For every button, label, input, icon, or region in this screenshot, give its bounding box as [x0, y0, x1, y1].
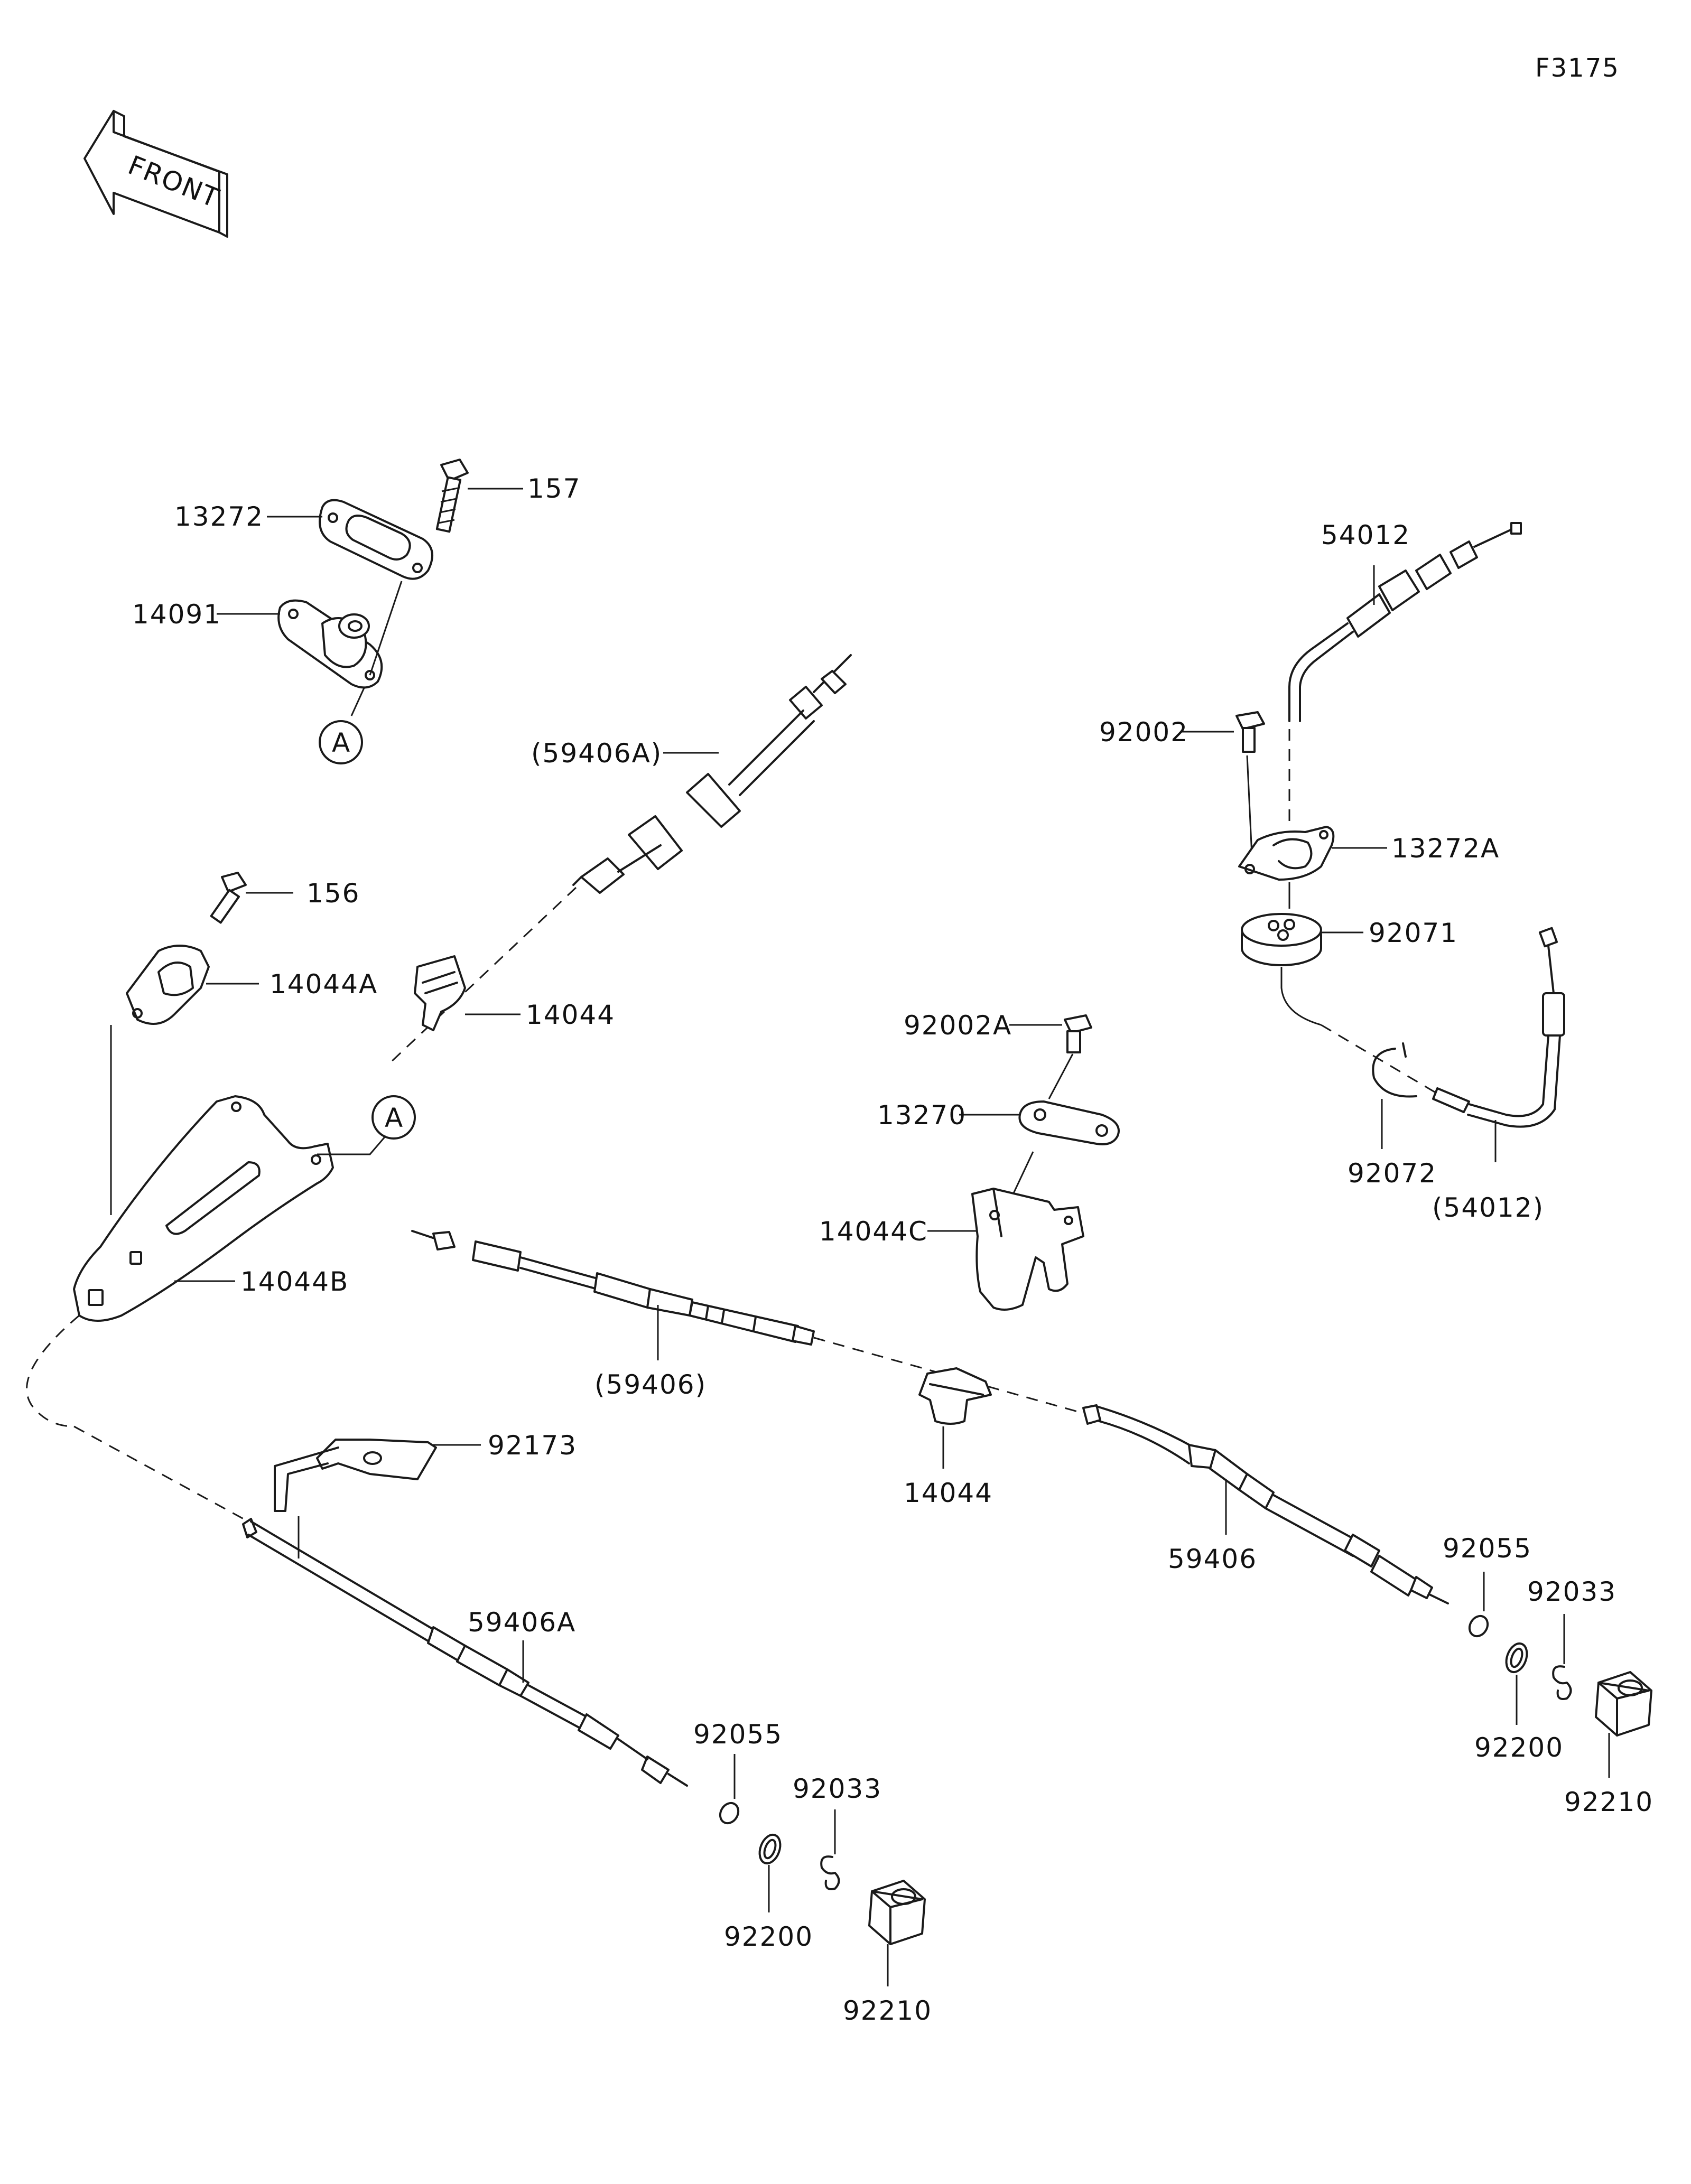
grommet-92071: [1241, 913, 1322, 966]
plate-13270: [1018, 1100, 1120, 1145]
label-13270: 13270: [877, 1100, 967, 1131]
grommet-14091: [277, 599, 383, 689]
leader-13270-down: [1011, 1151, 1034, 1197]
leader-to-marker-a-lower: [317, 1135, 387, 1155]
label-14044B: 14044B: [240, 1266, 349, 1297]
cable-54012-lower: [1432, 927, 1565, 1128]
label-157: 157: [527, 473, 581, 504]
oring-92055-right: [1468, 1614, 1489, 1638]
label-92200-bottom: 92200: [724, 1921, 813, 1952]
clip-14044-middle: [918, 1367, 992, 1425]
bolt-92002A: [1064, 1014, 1092, 1053]
lockwasher-92033-bottom: [820, 1855, 840, 1890]
reference-marker-a-lower-text: A: [385, 1103, 404, 1133]
label-14044C: 14044C: [819, 1216, 928, 1247]
label-54012: 54012: [1321, 520, 1410, 550]
label-59406-right: 59406: [1168, 1544, 1257, 1574]
nut-92210-right: [1595, 1671, 1652, 1737]
cable-59406A-upper: [572, 654, 852, 894]
cable-59406-right: [1082, 1404, 1449, 1604]
bolt-157: [435, 459, 469, 533]
label-92002: 92002: [1099, 717, 1188, 748]
label-14044A: 14044A: [270, 969, 378, 1000]
label-92071: 92071: [1369, 918, 1458, 948]
label-14044-middle: 14044: [904, 1478, 993, 1508]
label-13272: 13272: [174, 501, 264, 532]
reference-marker-a-upper: [319, 720, 363, 764]
lockwasher-92033-right: [1552, 1665, 1572, 1700]
reference-marker-a-lower: [371, 1095, 416, 1140]
cable-59406A-lower: [242, 1518, 688, 1787]
reference-marker-a-upper-text: A: [332, 727, 351, 758]
label-59406A-bottom: 59406A: [468, 1607, 576, 1638]
label-59406A-paren: (59406A): [531, 738, 662, 769]
figure-code: F3175: [1535, 53, 1620, 83]
washer-92200-bottom: [758, 1833, 782, 1865]
clip-92072: [1372, 1042, 1417, 1098]
washer-92200-right: [1505, 1642, 1528, 1674]
bolt-156: [210, 872, 247, 924]
label-92072: 92072: [1348, 1158, 1437, 1189]
cable-54012: [1288, 522, 1522, 722]
label-92002A: 92002A: [904, 1010, 1012, 1041]
clamp-14044A: [126, 945, 210, 1025]
plate-13272A: [1238, 826, 1335, 881]
bracket-14044B: [73, 1095, 334, 1322]
dash-59406-to-right: [813, 1337, 1084, 1414]
bracket-14044C: [971, 1188, 1084, 1311]
label-92200-right: 92200: [1474, 1732, 1564, 1763]
label-54012-paren: (54012): [1432, 1192, 1544, 1223]
leader-92002A-down: [1048, 1053, 1074, 1099]
label-14091: 14091: [132, 599, 221, 630]
label-92033-right: 92033: [1527, 1576, 1616, 1607]
label-14044-top: 14044: [526, 1000, 615, 1030]
label-92055-right: 92055: [1443, 1533, 1532, 1564]
label-92033-bottom: 92033: [793, 1774, 882, 1804]
gasket-13272: [319, 499, 433, 580]
front-arrow-icon: FRONT: [83, 110, 228, 238]
bolt-92002: [1235, 711, 1265, 753]
bracket-92173: [274, 1439, 437, 1512]
dash-59406A-to-bracket: [390, 886, 577, 1063]
label-92210-right: 92210: [1564, 1787, 1653, 1817]
leader-to-marker-a-upper: [350, 686, 366, 716]
label-92210-bottom: 92210: [843, 1995, 932, 2026]
cable-59406-middle: [411, 1230, 815, 1346]
clip-14044-top: [414, 955, 466, 1031]
label-92173: 92173: [488, 1430, 577, 1461]
label-13272A: 13272A: [1391, 833, 1500, 864]
dash-to-lower-cable: [73, 1425, 249, 1523]
nut-92210-bottom: [868, 1880, 926, 1945]
label-92055-bottom: 92055: [693, 1719, 783, 1750]
label-156: 156: [306, 878, 360, 909]
dash-92071-to-54012: [1321, 1024, 1438, 1095]
label-59406-paren: (59406): [594, 1369, 707, 1400]
leader-92071-down: [1280, 967, 1322, 1026]
oring-92055-bottom: [719, 1802, 740, 1825]
leader-bolt-to-grommet: [369, 581, 403, 676]
dash-bracket-curve: [26, 1314, 80, 1427]
